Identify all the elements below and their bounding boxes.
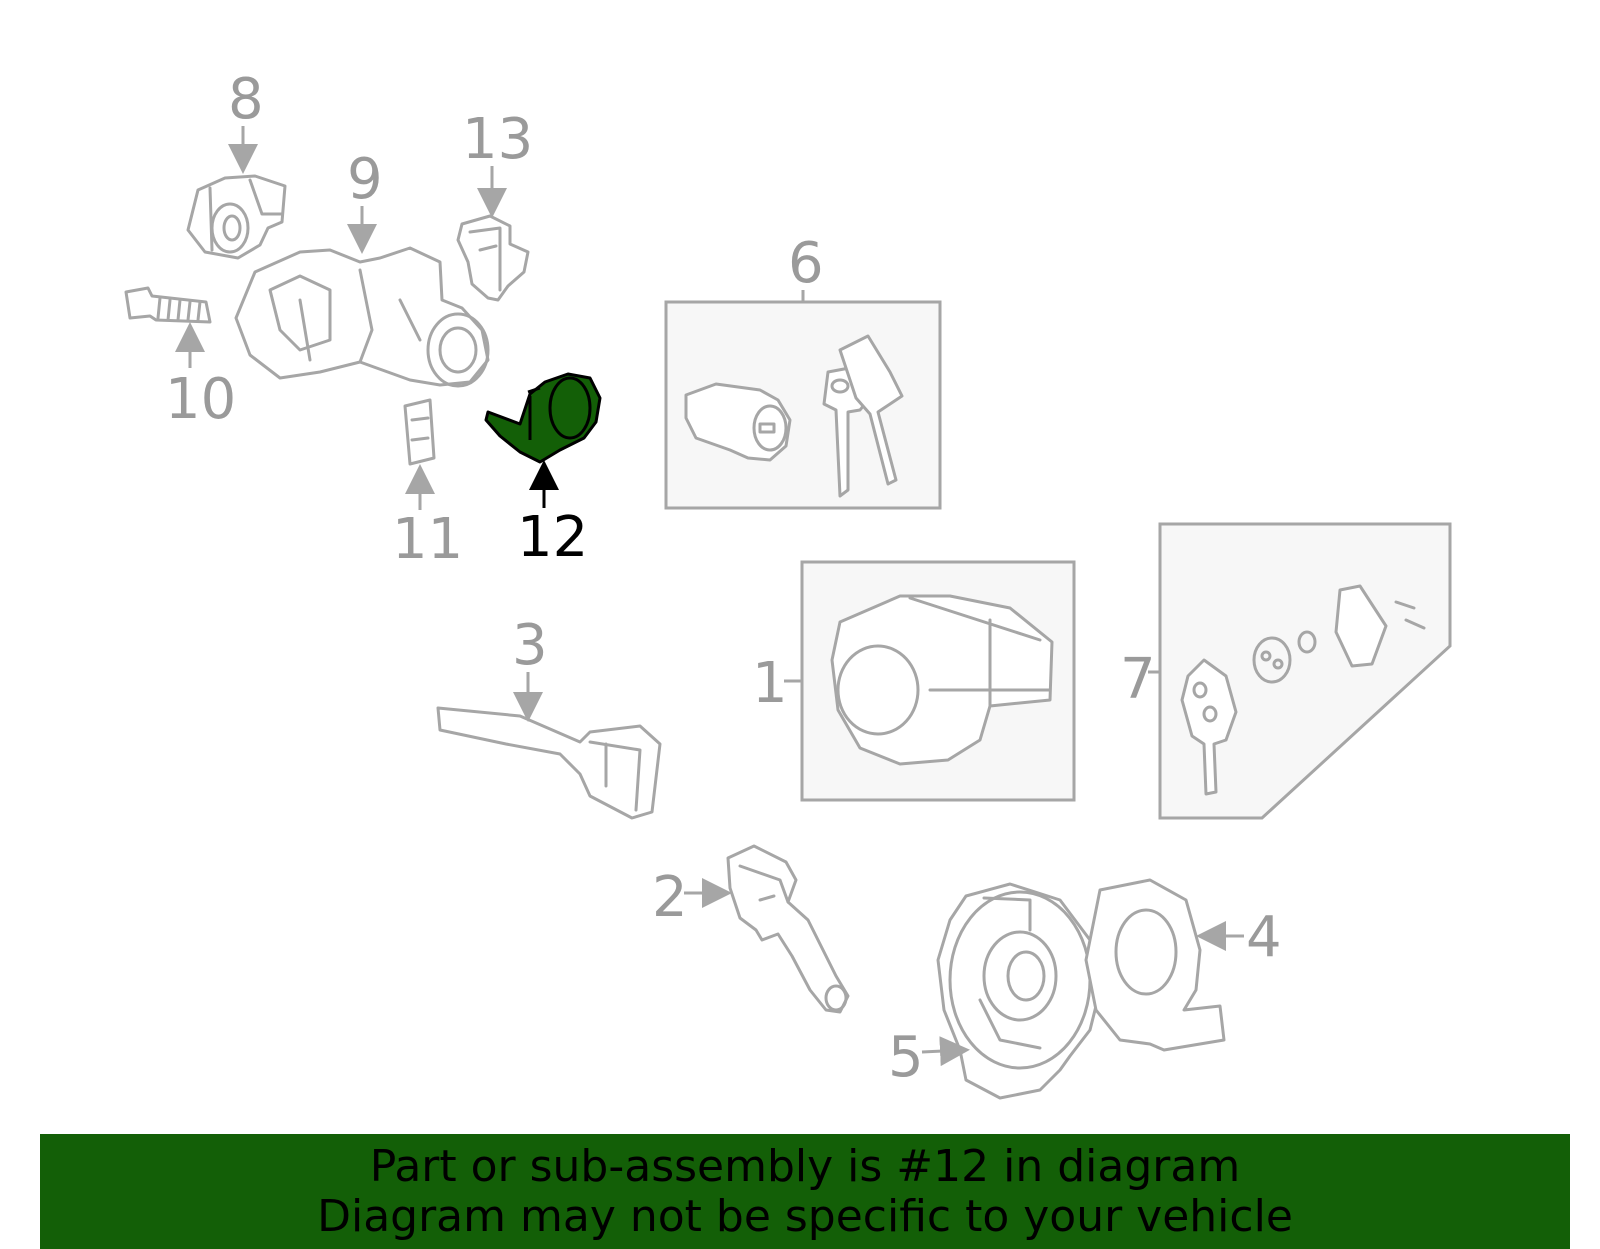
part-10-drawing[interactable] [124, 286, 212, 324]
callout-10[interactable]: 10 [165, 367, 236, 432]
callout-6[interactable]: 6 [788, 231, 824, 296]
callout-4[interactable]: 4 [1246, 905, 1282, 970]
callout-13[interactable]: 13 [462, 107, 533, 172]
part-1-box[interactable] [800, 560, 1076, 802]
info-banner: Part or sub-assembly is #12 in diagram D… [40, 1134, 1570, 1249]
banner-line-part: Part or sub-assembly is #12 in diagram [369, 1141, 1241, 1192]
callout-11[interactable]: 11 [392, 507, 463, 572]
banner-line-disclaimer: Diagram may not be specific to your vehi… [317, 1191, 1293, 1242]
callout-2[interactable]: 2 [652, 865, 688, 930]
part-12-drawing[interactable] [484, 372, 602, 464]
callout-5[interactable]: 5 [888, 1025, 924, 1090]
part-8-drawing[interactable] [186, 174, 287, 260]
callout-12[interactable]: 12 [517, 505, 588, 570]
part-3-drawing[interactable] [436, 706, 662, 820]
part-9-drawing[interactable] [234, 246, 490, 388]
callout-1[interactable]: 1 [752, 651, 788, 716]
part-7-box[interactable] [1158, 522, 1452, 820]
part-13-drawing[interactable] [456, 214, 530, 302]
callout-9[interactable]: 9 [347, 147, 383, 212]
callout-3[interactable]: 3 [512, 613, 548, 678]
part-4-drawing[interactable] [1084, 878, 1226, 1052]
callout-7[interactable]: 7 [1120, 647, 1156, 712]
part-6-box[interactable] [664, 300, 942, 510]
part-11-drawing[interactable] [403, 398, 436, 466]
callout-5-arrow [921, 1036, 970, 1067]
callout-8[interactable]: 8 [228, 67, 264, 132]
part-2-drawing[interactable] [726, 844, 850, 1014]
part-5-drawing[interactable] [936, 882, 1102, 1100]
